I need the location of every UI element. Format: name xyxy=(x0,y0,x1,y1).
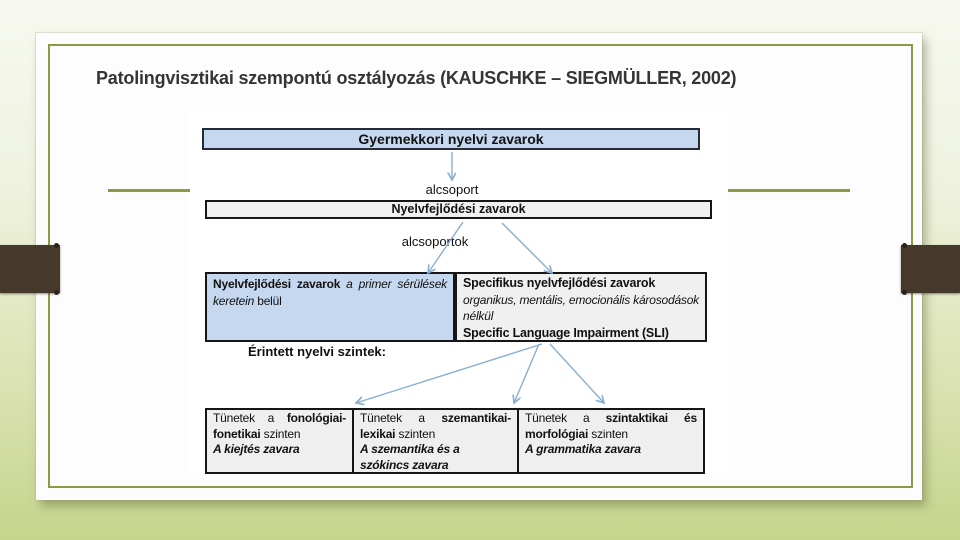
cell2-lead: Tünetek a xyxy=(360,411,442,425)
cell-phonological-phonetic: Tünetek a fonológiai-fonetikai szinten A… xyxy=(207,410,354,472)
cell-syntactic-morphological: Tünetek a szintaktikai és morfológiai sz… xyxy=(519,410,703,472)
left-box-italic-text: a primer sérülések keretein xyxy=(213,277,447,308)
classification-diagram: Gyermekkori nyelvi zavarok alcsoport Nye… xyxy=(190,112,728,478)
left-box-plain-text: belül xyxy=(254,294,282,308)
label-subgroups: alcsoportok xyxy=(401,234,469,249)
box-childhood-language-disorders: Gyermekkori nyelvi zavarok xyxy=(202,128,700,150)
cell3-lead: Tünetek a xyxy=(525,411,606,425)
cell3-tail: szinten xyxy=(588,426,628,441)
left-box-bold-text: Nyelvfejlődési zavarok xyxy=(213,277,341,291)
box-disorders-primary-impairment: Nyelvfejlődési zavarok a primer sérülése… xyxy=(205,272,455,342)
cell3-bold: szintaktikai és morfológiai xyxy=(525,411,697,441)
cell-semantic-lexical: Tünetek a szemantikai-lexikai szinten A … xyxy=(354,410,519,472)
box-specific-language-disorders: Specifikus nyelvfejlődési zavarok organi… xyxy=(455,272,707,342)
cell2-bold: szemantikai-lexikai xyxy=(360,411,511,441)
right-box-italic-text: organikus, mentális, emocionális károsod… xyxy=(463,292,699,324)
right-ribbon-bar xyxy=(901,243,960,295)
cell1-tail: szinten xyxy=(260,426,301,441)
cell1-sub: A kiejtés zavara xyxy=(213,442,300,456)
slide-title: Patolingvisztikai szempontú osztályozás … xyxy=(96,68,737,88)
symptom-levels-table: Tünetek a fonológiai-fonetikai szinten A… xyxy=(205,408,705,474)
rivet-dot xyxy=(902,290,907,295)
cell2-sub: A szemantika és a szókincs zavara xyxy=(360,442,460,472)
rivet-dot xyxy=(54,290,59,295)
cell3-sub: A grammatika zavara xyxy=(525,442,641,456)
box-language-development-disorders: Nyelvfejlődési zavarok xyxy=(205,200,712,219)
rivet-dot xyxy=(54,243,59,248)
cell2-tail: szinten xyxy=(395,426,436,441)
label-subgroup: alcsoport xyxy=(425,182,479,197)
rivet-dot xyxy=(902,243,907,248)
cell1-bold: fonológiai-fonetikai xyxy=(213,411,346,441)
right-box-sli-text: Specific Language Impairment (SLI) xyxy=(463,325,669,340)
cell1-lead: Tünetek a xyxy=(213,411,287,425)
left-ribbon-bar xyxy=(0,243,60,295)
right-box-title: Specifikus nyelvfejlődési zavarok xyxy=(463,276,656,290)
label-affected-levels: Érintett nyelvi szintek: xyxy=(248,344,386,359)
